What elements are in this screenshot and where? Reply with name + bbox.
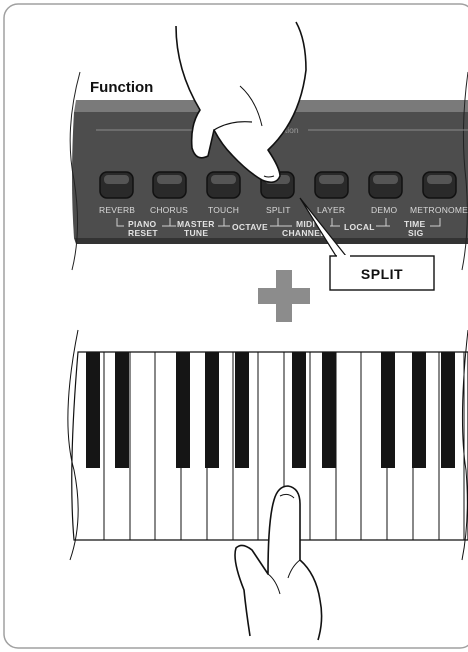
demo-button[interactable] bbox=[369, 172, 402, 198]
tune-label: TUNE bbox=[184, 228, 208, 238]
layer-button[interactable] bbox=[315, 172, 348, 198]
octave-label: OCTAVE bbox=[232, 222, 268, 232]
layer-label: LAYER bbox=[317, 205, 345, 215]
reverb-button[interactable] bbox=[100, 172, 133, 198]
local-label: LOCAL bbox=[344, 222, 375, 232]
demo-label: DEMO bbox=[371, 205, 397, 215]
sig-label: SIG bbox=[408, 228, 424, 238]
reset-label: RESET bbox=[128, 228, 158, 238]
reverb-label: REVERB bbox=[99, 205, 135, 215]
chorus-button[interactable] bbox=[153, 172, 186, 198]
chorus-label: CHORUS bbox=[150, 205, 188, 215]
split-label: SPLIT bbox=[266, 205, 291, 215]
metronome-label: METRONOME bbox=[410, 205, 468, 215]
callout-label: SPLIT bbox=[361, 266, 403, 282]
touch-label: TOUCH bbox=[208, 205, 239, 215]
touch-button[interactable] bbox=[207, 172, 240, 198]
keyboard bbox=[68, 330, 468, 560]
metronome-button[interactable] bbox=[423, 172, 456, 198]
page-title: Function bbox=[90, 79, 153, 96]
